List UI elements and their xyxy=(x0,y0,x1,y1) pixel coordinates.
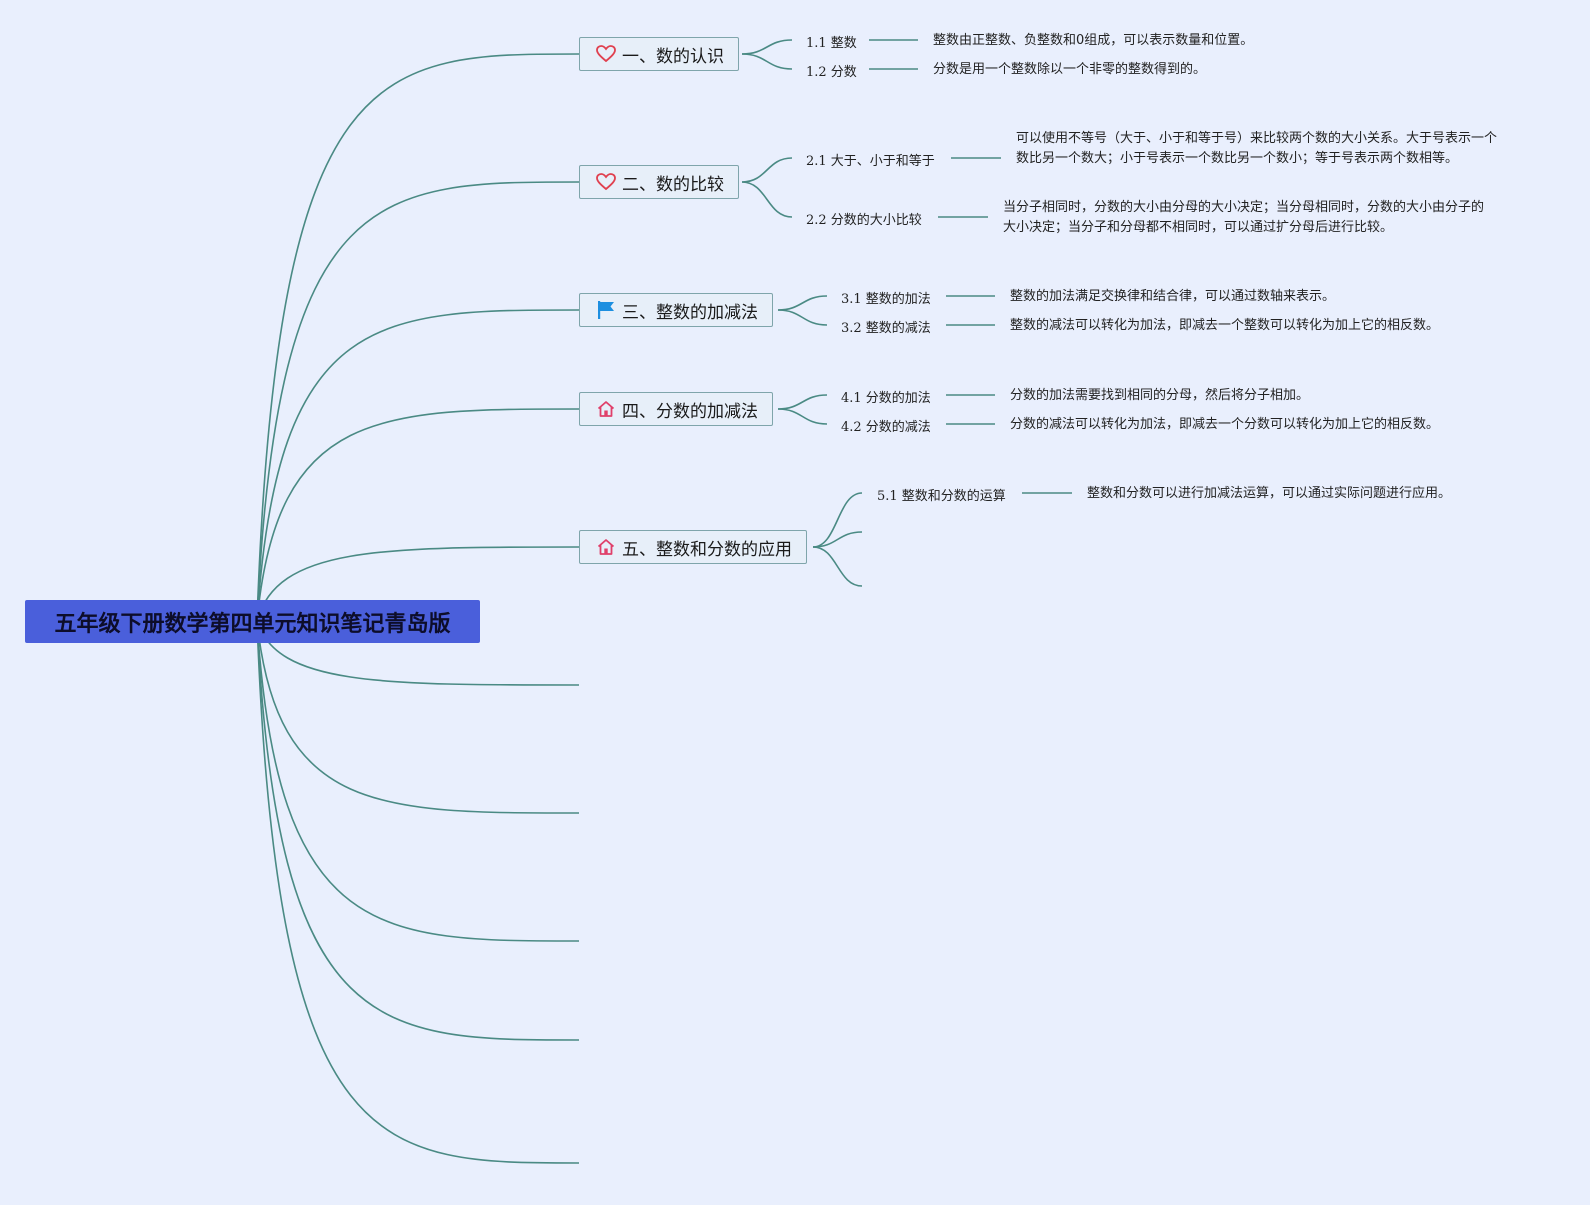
branch-link-1-1 xyxy=(741,39,793,55)
topic-2-label: 二、数的比较 xyxy=(622,174,724,195)
subtopic-3-2[interactable]: 3.2 整数的减法 xyxy=(841,321,931,336)
heart-icon xyxy=(596,44,618,64)
branch-link-2-1 xyxy=(741,157,793,183)
branch-link-2-2 xyxy=(741,181,793,218)
subtopic-1-1[interactable]: 1.1 整数 xyxy=(806,36,857,51)
topic-5[interactable]: 五、整数和分数的应用 xyxy=(579,530,807,564)
topic-4[interactable]: 四、分数的加减法 xyxy=(579,392,773,426)
branch-link-5-3 xyxy=(812,546,863,587)
topic-3-label: 三、整数的加减法 xyxy=(622,302,758,323)
subtopic-2-1[interactable]: 2.1 大于、小于和等于 xyxy=(806,154,935,169)
house-icon xyxy=(596,399,618,419)
root-link-10 xyxy=(256,620,580,1164)
topic-2[interactable]: 二、数的比较 xyxy=(579,165,739,199)
note-3-2: 整数的减法可以转化为加法，即减去一个整数可以转化为加上它的相反数。 xyxy=(1010,318,1440,333)
root-link-3 xyxy=(256,309,580,622)
subtopic-4-2[interactable]: 4.2 分数的减法 xyxy=(841,420,931,435)
root-link-4 xyxy=(256,408,580,622)
branch-link-5-1 xyxy=(812,492,863,548)
topic-5-label: 五、整数和分数的应用 xyxy=(622,539,792,560)
branch-link-4-1 xyxy=(777,394,828,410)
branch-link-1-2 xyxy=(741,53,793,70)
note-4-2: 分数的减法可以转化为加法，即减去一个分数可以转化为加上它的相反数。 xyxy=(1010,417,1440,432)
branch-link-3-2 xyxy=(777,309,828,326)
note-1-1: 整数由正整数、负整数和0组成，可以表示数量和位置。 xyxy=(933,33,1254,48)
root-link-2 xyxy=(256,181,580,622)
subtopic-2-2[interactable]: 2.2 分数的大小比较 xyxy=(806,213,922,228)
flag-icon xyxy=(596,300,618,320)
branch-link-4-2 xyxy=(777,408,828,425)
root-topic[interactable]: 五年级下册数学第四单元知识笔记青岛版 xyxy=(25,600,480,643)
heart-icon xyxy=(596,172,618,192)
root-link-1 xyxy=(256,53,580,622)
topic-4-label: 四、分数的加减法 xyxy=(622,401,758,422)
root-link-5 xyxy=(256,546,580,622)
root-link-9 xyxy=(256,620,580,1041)
note-4-1: 分数的加法需要找到相同的分母，然后将分子相加。 xyxy=(1010,388,1310,403)
root-link-7 xyxy=(256,620,580,814)
subtopic-4-1[interactable]: 4.1 分数的加法 xyxy=(841,391,931,406)
branch-link-3-1 xyxy=(777,295,828,311)
note-2-2: 当分子相同时，分数的大小由分母的大小决定；当分母相同时，分数的大小由分子的大小决… xyxy=(1003,200,1485,235)
note-2-1: 可以使用不等号（大于、小于和等于号）来比较两个数的大小关系。大于号表示一个数比另… xyxy=(1016,131,1498,166)
topic-1-label: 一、数的认识 xyxy=(622,46,724,67)
subtopic-1-2[interactable]: 1.2 分数 xyxy=(806,65,857,80)
note-1-2: 分数是用一个整数除以一个非零的整数得到的。 xyxy=(933,62,1207,77)
root-link-6 xyxy=(256,620,580,686)
subtopic-5-1[interactable]: 5.1 整数和分数的运算 xyxy=(877,489,1006,504)
topic-3[interactable]: 三、整数的加减法 xyxy=(579,293,773,327)
note-5-1: 整数和分数可以进行加减法运算，可以通过实际问题进行应用。 xyxy=(1087,486,1452,501)
house-icon xyxy=(596,537,618,557)
topic-1[interactable]: 一、数的认识 xyxy=(579,37,739,71)
root-link-8 xyxy=(256,620,580,942)
subtopic-3-1[interactable]: 3.1 整数的加法 xyxy=(841,292,931,307)
root-title: 五年级下册数学第四单元知识笔记青岛版 xyxy=(54,611,451,637)
branch-link-5-2 xyxy=(812,531,863,548)
note-3-1: 整数的加法满足交换律和结合律，可以通过数轴来表示。 xyxy=(1010,289,1336,304)
